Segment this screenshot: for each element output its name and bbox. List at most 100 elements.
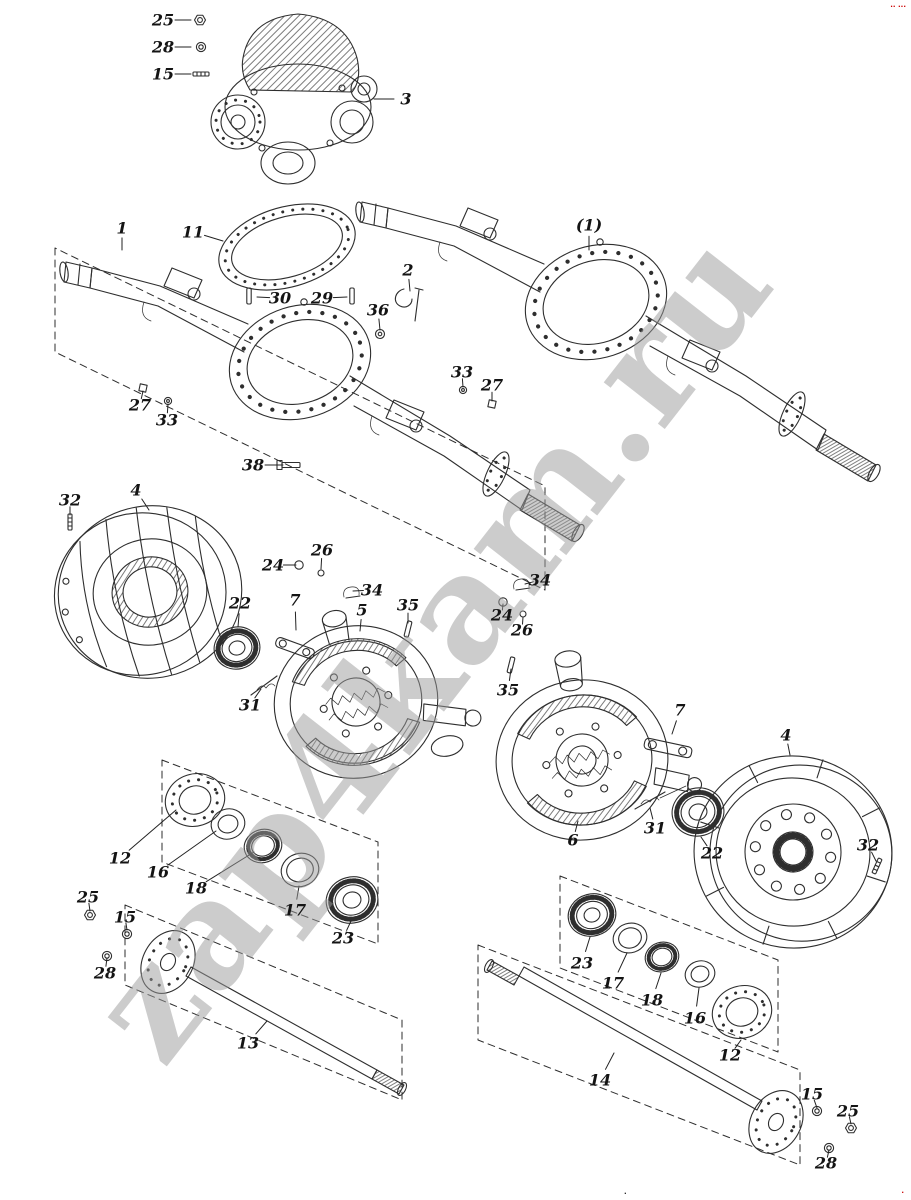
callout-label-23: 23 (570, 953, 594, 973)
callout-label-33: 33 (450, 362, 474, 382)
callout-label-28: 28 (93, 963, 117, 983)
corner-mark-bottom-center: · (624, 1190, 627, 1198)
callout-label-28: 28 (814, 1153, 838, 1173)
callout-label-(1): (1) (575, 215, 603, 235)
callout-label-15: 15 (113, 907, 137, 927)
brake-backplate-left (273, 609, 482, 779)
final-drive-assembly (210, 13, 378, 185)
callout-label-34: 34 (360, 580, 384, 600)
nut-25-bottom-right (844, 1122, 858, 1134)
ring-16-right (684, 960, 716, 988)
callout-label-17: 17 (283, 900, 307, 920)
ring-16-left (210, 808, 246, 840)
callout-label-26: 26 (510, 620, 534, 640)
callout-label-7: 7 (289, 590, 301, 610)
callout-label-15: 15 (800, 1084, 824, 1104)
stud-15-top (192, 71, 210, 77)
callout-label-24: 24 (261, 555, 285, 575)
stud-32-right (871, 857, 883, 875)
callout-label-26: 26 (310, 540, 334, 560)
callout-label-23: 23 (331, 928, 355, 948)
callout-label-15: 15 (151, 64, 175, 84)
leader-lines (69, 19, 877, 1158)
clip-34-left (343, 586, 361, 599)
callout-label-4: 4 (780, 725, 792, 745)
washer-26-right (519, 610, 527, 618)
callout-label-1: 1 (116, 218, 128, 238)
banjo-gasket (218, 203, 356, 291)
callout-label-3: 3 (400, 89, 412, 109)
callout-label-28: 28 (151, 37, 175, 57)
callout-label-29: 29 (310, 288, 334, 308)
adjuster-lever-right (643, 737, 693, 759)
adjuster-lever-left (275, 637, 315, 659)
callout-label-12: 12 (718, 1045, 742, 1065)
callout-label-13: 13 (236, 1033, 260, 1053)
washer-28-top (195, 41, 207, 53)
brake-drum-right (693, 755, 893, 949)
callout-label-38: 38 (241, 455, 265, 475)
callout-label-5: 5 (356, 600, 368, 620)
axle-housing-right (355, 202, 883, 484)
callout-label-2: 2 (402, 260, 414, 280)
hook-bolt-2 (394, 287, 424, 322)
callout-label-14: 14 (588, 1070, 612, 1090)
nut-25-top (193, 14, 207, 26)
callout-label-7: 7 (674, 700, 686, 720)
callout-label-27: 27 (480, 375, 504, 395)
callout-label-24: 24 (490, 605, 514, 625)
nut-27-right (487, 399, 497, 409)
pin-29 (349, 287, 355, 305)
callout-label-25: 25 (76, 887, 100, 907)
corner-mark-bottom-right: · (901, 1189, 904, 1197)
callout-label-11: 11 (181, 222, 205, 242)
nut-27-left (138, 383, 148, 393)
callout-label-6: 6 (567, 830, 579, 850)
callout-label-18: 18 (640, 990, 664, 1010)
callout-label-17: 17 (601, 973, 625, 993)
washer-17-left (280, 852, 320, 888)
stud-32-left (67, 513, 73, 531)
washer-15-lower-left (121, 928, 133, 940)
callout-label-18: 18 (184, 878, 208, 898)
breather-36 (374, 328, 386, 340)
brake-backplate-right (495, 650, 703, 841)
callout-label-35: 35 (396, 595, 420, 615)
grouping-outlines (54, 247, 801, 1166)
clip-34-right (513, 578, 531, 591)
callout-label-27: 27 (128, 395, 152, 415)
axle-shaft-right (483, 959, 804, 1154)
spring-bolt-left (250, 675, 278, 696)
bearing-22-left (213, 626, 261, 670)
flange-gasket-12-left (164, 773, 226, 827)
callout-label-25: 25 (151, 10, 175, 30)
callout-label-16: 16 (146, 862, 170, 882)
bearing-22-right (671, 787, 725, 837)
callout-label-4: 4 (130, 480, 142, 500)
spring-bolt-right (634, 785, 687, 810)
flange-gasket-12-right (711, 985, 773, 1039)
washer-26-left (317, 569, 325, 577)
axle-shaft-left (140, 930, 408, 1096)
callout-label-32: 32 (58, 490, 82, 510)
callout-label-36: 36 (366, 300, 390, 320)
ring-18-right (644, 941, 680, 973)
callout-label-31: 31 (643, 818, 667, 838)
callout-label-12: 12 (108, 848, 132, 868)
callout-label-22: 22 (700, 843, 724, 863)
nut-25-lower-left (83, 909, 97, 921)
washer-17-right (612, 922, 648, 954)
brake-drum-left (53, 505, 243, 679)
corner-mark-top-right: ·· ··· (890, 3, 906, 11)
callout-label-34: 34 (528, 570, 552, 590)
callout-label-32: 32 (856, 835, 880, 855)
callout-label-31: 31 (238, 695, 262, 715)
ring-18-left (243, 828, 283, 864)
callout-label-30: 30 (268, 288, 292, 308)
callout-label-16: 16 (683, 1008, 707, 1028)
bearing-23-right (567, 893, 617, 937)
bearing-23-left (325, 876, 379, 924)
pin-30 (246, 287, 252, 305)
